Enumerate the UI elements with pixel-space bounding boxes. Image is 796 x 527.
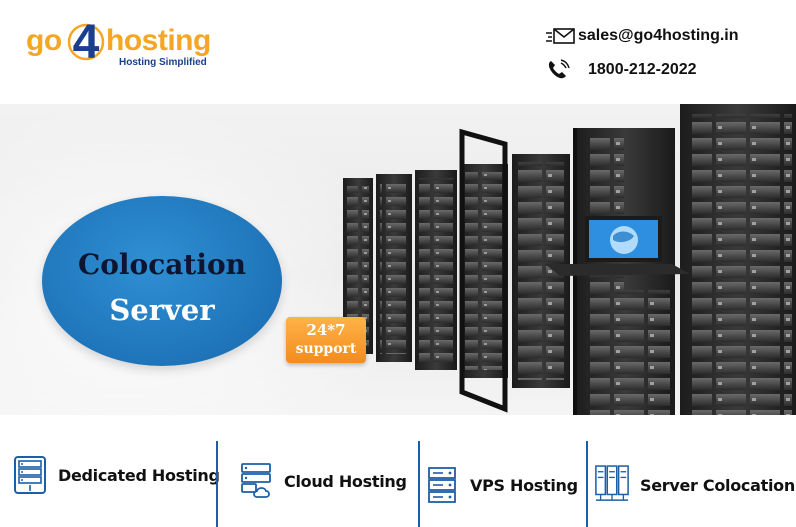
logo-number: 4 bbox=[73, 16, 100, 69]
service-dedicated-hosting[interactable]: Dedicated Hosting bbox=[12, 445, 220, 505]
service-vps-hosting[interactable]: VPS Hosting bbox=[424, 455, 578, 515]
service-divider bbox=[418, 441, 420, 527]
service-divider bbox=[216, 441, 218, 527]
service-label: VPS Hosting bbox=[470, 475, 578, 495]
phone-number: 1800-212-2022 bbox=[588, 61, 697, 78]
service-cloud-hosting[interactable]: Cloud Hosting bbox=[238, 451, 407, 511]
rack-row bbox=[343, 104, 796, 415]
support-badge-line2: support bbox=[295, 341, 357, 357]
services-bar: Dedicated Hosting Cloud Hosting bbox=[0, 415, 796, 527]
service-label: Server Colocation bbox=[640, 475, 795, 495]
colocation-rack-icon bbox=[594, 465, 630, 505]
support-badge-line1: 24*7 bbox=[306, 321, 346, 339]
logo-prefix: go bbox=[26, 24, 62, 57]
banner-title-line2: Server bbox=[109, 293, 215, 327]
banner-title-line1: Colocation bbox=[77, 248, 247, 281]
email-address: sales@go4hosting.in bbox=[578, 27, 739, 44]
site-header: go 4 hosting Hosting Simplified sales@go… bbox=[0, 0, 796, 104]
dedicated-server-icon bbox=[12, 455, 48, 495]
phone-contact[interactable]: 1800-212-2022 bbox=[546, 58, 776, 82]
logo-four-mark: 4 bbox=[67, 16, 105, 69]
colocation-title-badge: Colocation Server bbox=[42, 196, 282, 366]
email-contact[interactable]: sales@go4hosting.in bbox=[546, 24, 776, 48]
service-divider bbox=[586, 441, 588, 527]
vps-server-icon bbox=[424, 465, 460, 505]
go4hosting-logo[interactable]: go 4 hosting Hosting Simplified bbox=[24, 12, 214, 78]
contact-info: sales@go4hosting.in 1800-212-2022 bbox=[546, 24, 776, 88]
support-badge: 24*7 support bbox=[286, 317, 366, 363]
server-racks-illustration bbox=[343, 104, 796, 415]
cloud-server-icon bbox=[238, 461, 274, 501]
logo-tagline: Hosting Simplified bbox=[119, 57, 207, 68]
phone-icon bbox=[546, 59, 578, 81]
hero-banner: Colocation Server 24*7 support bbox=[0, 104, 796, 415]
logo-suffix: hosting bbox=[106, 24, 211, 57]
service-label: Dedicated Hosting bbox=[58, 465, 220, 485]
service-server-colocation[interactable]: Server Colocation bbox=[594, 455, 795, 515]
service-label: Cloud Hosting bbox=[284, 471, 407, 491]
envelope-icon bbox=[546, 25, 578, 47]
